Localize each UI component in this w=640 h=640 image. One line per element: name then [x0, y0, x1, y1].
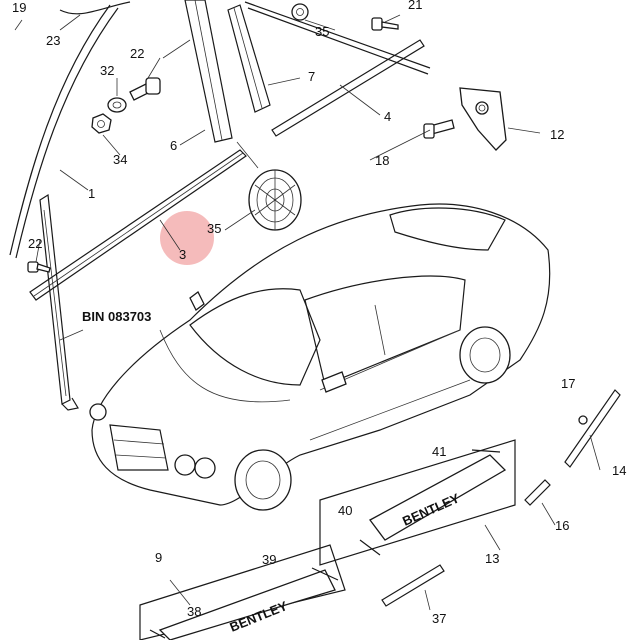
waist-strip-part-3[interactable] [29, 149, 247, 301]
speaker-grille-part-37[interactable] [248, 169, 302, 231]
callout-23[interactable]: 22 [130, 46, 144, 61]
trim-part-9[interactable] [381, 564, 445, 607]
window-frame-part-1[interactable] [9, 1, 131, 259]
callout-34[interactable]: 32 [100, 63, 114, 78]
leader-lines [14, 14, 601, 611]
callout-18[interactable]: 17 [561, 376, 575, 391]
callout-41[interactable]: 41 [432, 444, 446, 459]
callout-labels: 19 23 1 22 3 22 32 34 6 7 35 21 4 12 18 … [12, 0, 626, 626]
callout-4[interactable]: 4 [384, 109, 391, 124]
callout-9[interactable]: 37 [432, 611, 446, 626]
callout-7[interactable]: 7 [308, 69, 315, 84]
callout-17[interactable]: 16 [555, 518, 569, 533]
bin-label: BIN 083703 [82, 309, 151, 324]
callout-32[interactable]: 23 [46, 33, 60, 48]
callout-13[interactable]: 9 [155, 550, 162, 565]
callout-12[interactable]: 12 [550, 127, 564, 142]
bolt-part-19[interactable] [423, 119, 455, 139]
clip-part-18[interactable] [578, 415, 588, 425]
nut-part-35[interactable] [91, 113, 112, 134]
callout-21[interactable]: 19 [12, 0, 26, 15]
callout-37[interactable]: 35 [207, 221, 221, 236]
callout-38[interactable]: 38 [187, 604, 201, 619]
callout-6[interactable]: 6 [170, 138, 177, 153]
callout-22-left[interactable]: 22 [28, 236, 42, 251]
callout-19[interactable]: 18 [375, 153, 389, 168]
callout-16[interactable]: 14 [612, 463, 626, 478]
leader-pillar [236, 141, 259, 169]
trim-strip-part-17[interactable] [524, 479, 551, 506]
belt-strip-part-4[interactable] [271, 39, 425, 137]
sill-plate-rear-part-13[interactable]: BENTLEY [139, 544, 346, 640]
selection-highlight [160, 211, 214, 265]
callout-3[interactable]: 3 [179, 247, 186, 262]
callout-40[interactable]: 40 [338, 503, 352, 518]
window-channel-rear[interactable] [39, 193, 79, 411]
pillar-trim-part-7[interactable] [227, 4, 271, 113]
callout-14[interactable]: 13 [485, 551, 499, 566]
bracket-part-12[interactable] [459, 87, 507, 151]
car-body [89, 203, 551, 511]
pillar-trim-part-6[interactable] [184, 0, 233, 143]
callout-35-left[interactable]: 34 [113, 152, 127, 167]
bolt-part-22-top[interactable] [371, 17, 399, 31]
upper-channel[interactable] [244, 1, 431, 75]
nut-part-35-top[interactable] [291, 3, 309, 21]
callout-39[interactable]: 39 [262, 552, 276, 567]
washer-part-34[interactable] [107, 97, 127, 113]
bolt-part-23[interactable] [129, 77, 161, 101]
callout-1[interactable]: 1 [88, 186, 95, 201]
callout-35-top[interactable]: 35 [315, 24, 329, 39]
trim-strip-part-16[interactable] [564, 389, 621, 468]
callout-22-top[interactable]: 21 [408, 0, 422, 12]
bolt-part-22-left[interactable] [27, 261, 51, 273]
